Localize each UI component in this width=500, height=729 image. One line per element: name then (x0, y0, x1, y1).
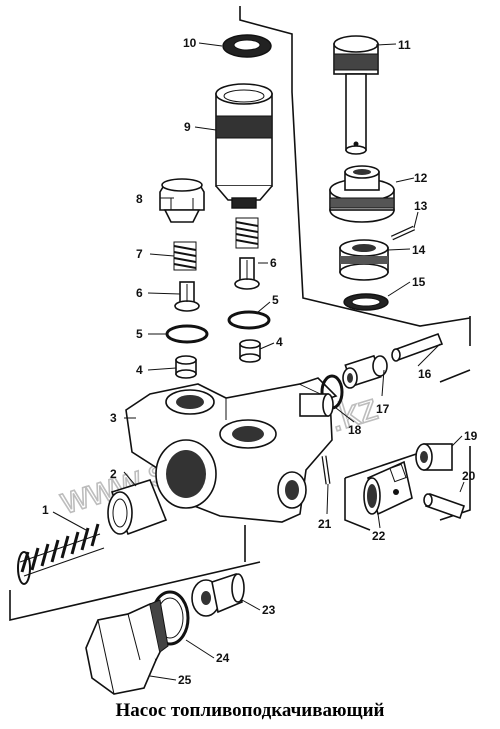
part-21-pusher (363, 460, 413, 516)
part-9-cylinder (215, 83, 273, 209)
part-3-pump-body (125, 377, 338, 523)
part-4-seat-left (175, 355, 197, 379)
part-16-rod (391, 332, 444, 362)
part-10-nut (222, 34, 272, 58)
part-23-check-valve (191, 572, 245, 617)
callout-4-left: 4 (136, 363, 143, 377)
callout-18: 18 (348, 423, 362, 437)
part-20-axle (423, 492, 466, 520)
callout-1: 1 (42, 503, 49, 517)
callout-19: 19 (464, 429, 478, 443)
part-spring-right (235, 217, 259, 249)
callout-4-right: 4 (276, 335, 283, 349)
part-4-seat-right (239, 339, 261, 363)
callout-14: 14 (412, 243, 426, 257)
part-5-seal-left (165, 324, 209, 344)
callout-11: 11 (398, 38, 411, 52)
callout-13: 13 (414, 199, 428, 213)
diagram-caption: Насос топливоподкачивающий (115, 700, 385, 721)
callout-20: 20 (462, 469, 476, 483)
part-25-large-plug (85, 599, 169, 695)
callout-9: 9 (184, 120, 191, 134)
callout-22: 21 (318, 517, 332, 531)
callout-12: 12 (414, 171, 428, 185)
part-11-plunger (333, 35, 379, 155)
callout-6-right: 6 (270, 256, 277, 270)
callout-21: 22 (372, 529, 386, 543)
part-5-seal-right (227, 310, 271, 330)
callout-24: 24 (216, 651, 230, 665)
part-12-cap (329, 165, 395, 223)
part-15-washer (343, 293, 389, 311)
part-17-piston (342, 354, 388, 389)
callout-8: 8 (136, 192, 143, 206)
callout-5-right: 5 (272, 293, 279, 307)
callout-6-left: 6 (136, 286, 143, 300)
callout-16: 16 (418, 367, 432, 381)
part-8-plug (159, 178, 205, 223)
callout-7: 7 (136, 247, 143, 261)
callout-2: 2 (110, 467, 117, 481)
callouts: 10 11 9 12 8 13 7 6 14 6 5 15 5 4 4 16 1… (42, 36, 478, 687)
part-1-spring (17, 523, 105, 585)
part-6-valve-right (234, 257, 260, 290)
callout-3: 3 (110, 411, 117, 425)
callout-23: 23 (262, 603, 276, 617)
part-side-fitting (299, 393, 334, 417)
part-19-roller (415, 443, 453, 471)
callout-5-left: 5 (136, 327, 143, 341)
part-7-spring (173, 241, 197, 271)
part-2-sleeve (107, 479, 168, 536)
part-22-pin (321, 455, 331, 485)
callout-25: 25 (178, 673, 192, 687)
part-14-sleeve (339, 239, 389, 281)
part-13-pin (390, 225, 416, 241)
part-6-valve-left (174, 281, 200, 312)
callout-15: 15 (412, 275, 426, 289)
callout-10: 10 (183, 36, 197, 50)
leader-lines (52, 42, 465, 681)
callout-17: 17 (376, 402, 390, 416)
assembly-frame-lines (9, 6, 471, 622)
